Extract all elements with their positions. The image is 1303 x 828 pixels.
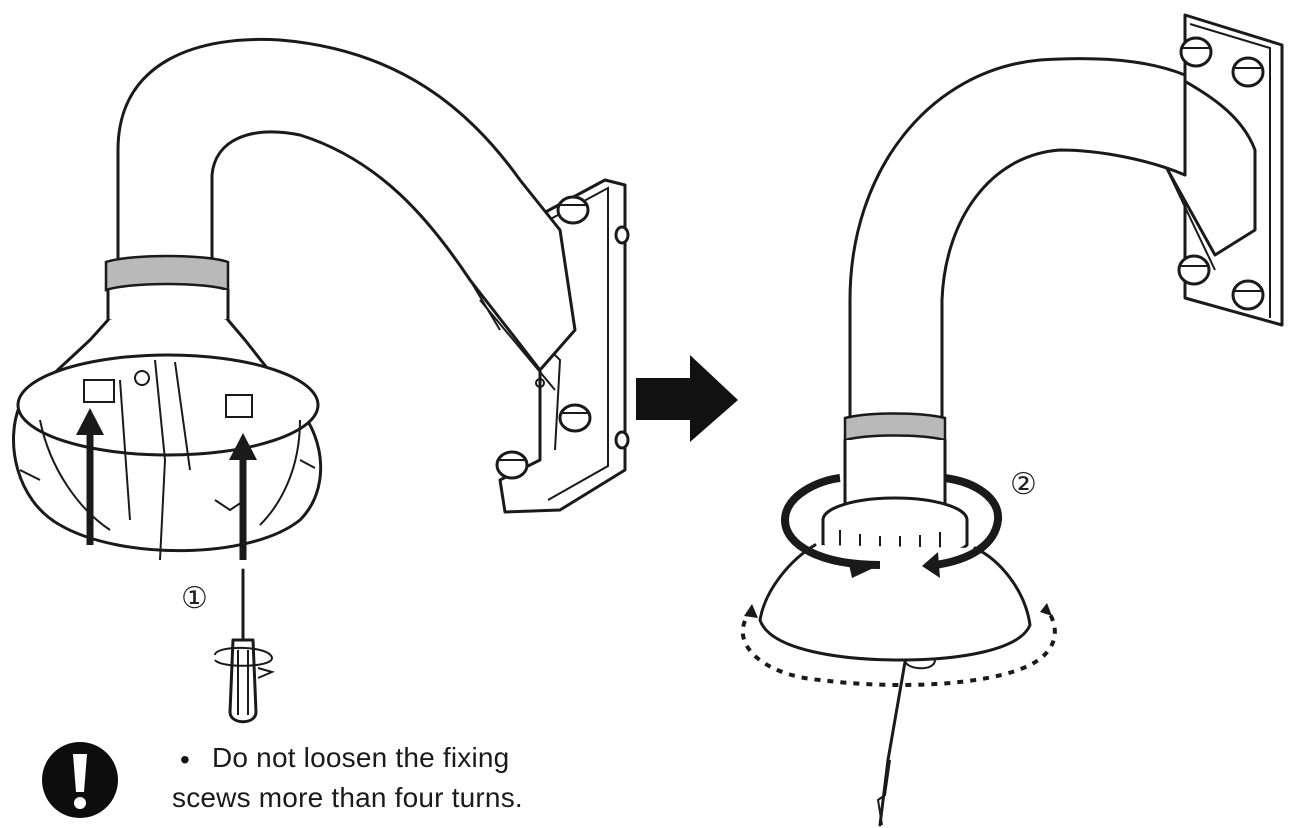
left-arm-band <box>104 254 230 292</box>
left-plate-bolts <box>495 195 630 480</box>
bolt-icon <box>1179 36 1213 68</box>
right-bracket-assembly <box>740 13 1284 827</box>
left-curved-arm <box>116 37 577 372</box>
bolt-icon <box>556 195 590 225</box>
bolt-icon <box>614 225 630 245</box>
next-step-arrow-icon <box>636 355 738 442</box>
bolt-icon <box>1231 279 1265 311</box>
notice-line-2: scews more than four turns. <box>172 782 523 813</box>
exclamation-icon <box>42 742 118 818</box>
step-2-marker: ② <box>1010 467 1037 502</box>
up-arrow-icon <box>229 433 257 560</box>
bolt-icon <box>614 430 630 450</box>
right-plate-bolts <box>1177 36 1265 311</box>
up-arrow-icon <box>76 408 104 545</box>
notice-line-1: Do not loosen the fixing <box>212 742 510 773</box>
right-cable <box>878 660 907 827</box>
rotate-arrow-icon <box>780 474 881 578</box>
screwdriver-icon <box>214 568 275 724</box>
step-1-marker: ① <box>181 581 208 616</box>
bolt-icon <box>558 403 592 433</box>
notice-bullet: • <box>180 744 190 775</box>
notice-text: Do not loosen the fixing scews more than… <box>172 738 523 818</box>
bolt-icon <box>495 450 529 480</box>
right-base-dome <box>758 543 1032 662</box>
right-curved-arm <box>848 57 1187 422</box>
bolt-icon <box>1177 254 1211 286</box>
left-bracket-assembly <box>12 37 630 724</box>
caution-notice: • Do not loosen the fixing scews more th… <box>40 738 660 824</box>
left-open-base <box>12 318 323 561</box>
dotted-rotation-icon <box>740 603 1057 687</box>
right-arm-band <box>843 412 947 442</box>
right-wall-plate <box>1163 13 1284 327</box>
bolt-icon <box>1231 56 1265 88</box>
rotate-arrow-icon <box>922 474 1003 578</box>
